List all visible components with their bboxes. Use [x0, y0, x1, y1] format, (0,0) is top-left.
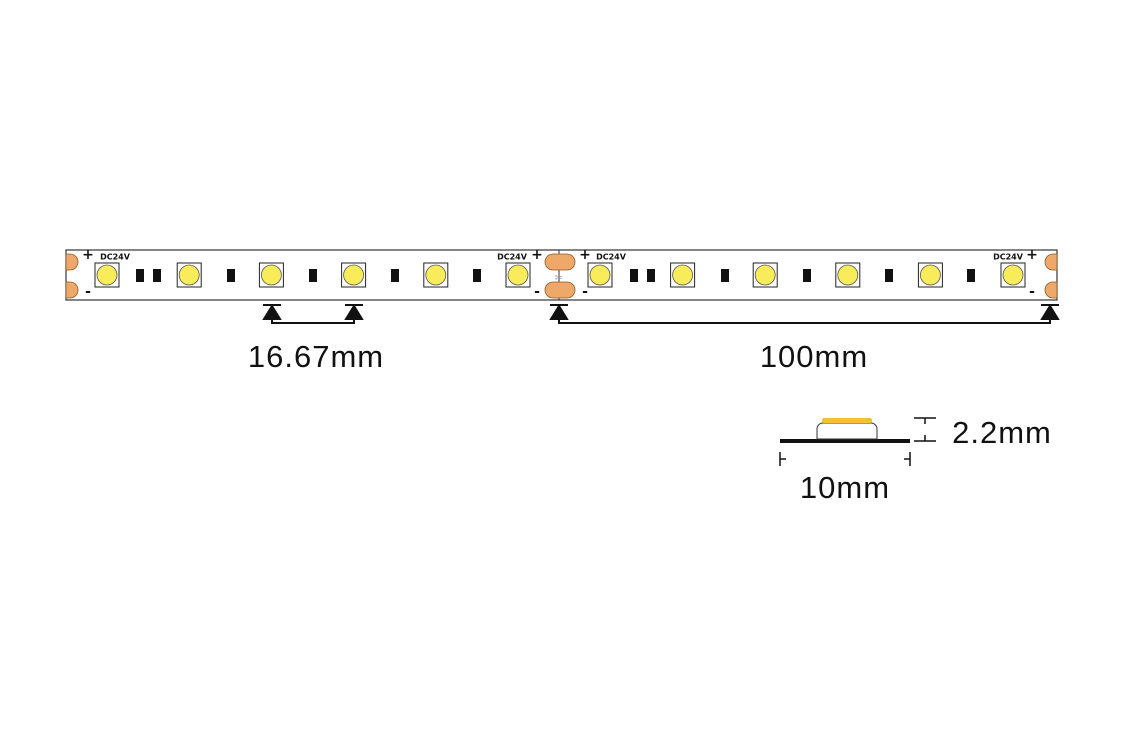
- solder-pad-left-plus: [65, 253, 79, 271]
- led-emitter: [589, 264, 611, 286]
- plus-sign: +: [531, 247, 543, 263]
- scissors-icon: ✂: [555, 273, 563, 284]
- pitch-marker-left: [262, 304, 282, 320]
- width-dimension-ticks: [779, 452, 911, 466]
- voltage-label-mid-right: DC24V: [596, 252, 626, 262]
- minus-sign: -: [534, 284, 540, 300]
- led-emitter: [507, 264, 529, 286]
- height-label: 2.2mm: [952, 415, 1052, 450]
- minus-sign: -: [1029, 284, 1035, 300]
- led-emitter: [96, 264, 118, 286]
- resistor: [136, 269, 144, 282]
- resistor: [721, 269, 729, 282]
- led-emitter: [837, 264, 859, 286]
- plus-sign: +: [579, 247, 591, 263]
- width-label: 10mm: [799, 470, 891, 505]
- led-emitter: [425, 264, 447, 286]
- minus-sign: -: [85, 284, 91, 300]
- led-emitter: [260, 264, 282, 286]
- led-top-side-view: [822, 418, 872, 423]
- plus-sign: +: [1026, 247, 1038, 263]
- voltage-label-mid-left: DC24V: [497, 252, 527, 262]
- led-side-view: [816, 422, 878, 440]
- cut-marker-left: [549, 304, 569, 320]
- minus-sign: -: [582, 284, 588, 300]
- led-emitter: [178, 264, 200, 286]
- led-pitch-label: 16.67mm: [247, 339, 385, 374]
- resistor: [227, 269, 235, 282]
- led-emitter: [672, 264, 693, 286]
- solder-pad-right-plus: [1044, 253, 1058, 271]
- solder-pad-right-minus: [1044, 281, 1058, 299]
- resistor: [803, 269, 811, 282]
- cut-marker-right: [1040, 304, 1060, 320]
- resistor: [391, 269, 399, 282]
- pcb-side-view: [780, 439, 910, 443]
- resistor: [153, 269, 161, 282]
- led-emitter: [754, 264, 776, 286]
- plus-sign: +: [82, 247, 94, 263]
- pitch-dimension-line: [271, 318, 355, 324]
- voltage-label-right: DC24V: [993, 252, 1023, 262]
- voltage-label-left: DC24V: [100, 252, 130, 262]
- resistor: [473, 269, 481, 282]
- resistor: [967, 269, 975, 282]
- cut-dimension-line: [558, 318, 1051, 324]
- solder-pad-left-minus: [65, 281, 79, 299]
- led-emitter: [1002, 264, 1024, 286]
- led-emitter: [343, 264, 365, 286]
- cut-length-label: 100mm: [759, 339, 869, 374]
- solder-pad-mid-minus: [544, 281, 576, 299]
- pitch-marker-right: [344, 304, 364, 320]
- height-dimension-ticks: [914, 417, 936, 442]
- resistor: [630, 269, 638, 282]
- led-emitter: [920, 264, 941, 286]
- resistor: [647, 269, 655, 282]
- resistor: [885, 269, 893, 282]
- solder-pad-mid-plus: [544, 253, 576, 271]
- resistor: [309, 269, 317, 282]
